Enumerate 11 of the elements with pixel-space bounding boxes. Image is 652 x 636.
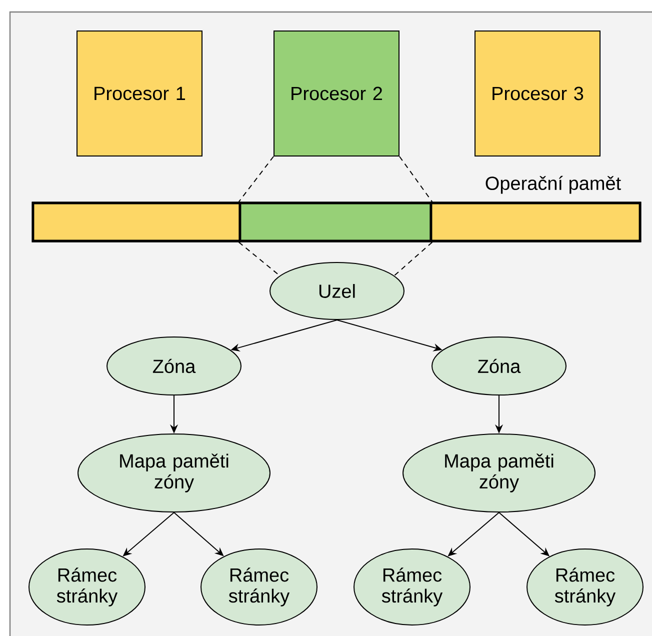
memory-segment — [430, 202, 642, 242]
node-label: Operační pamět — [486, 176, 621, 194]
dashed-line — [238, 242, 280, 276]
dashed-line — [394, 242, 433, 276]
processor-box: Procesor 3 — [474, 30, 600, 156]
memory-segment — [238, 202, 432, 242]
processor-box: Procesor 1 — [76, 30, 202, 156]
processor-box: Procesor 2 — [274, 30, 400, 156]
dashed-line — [238, 156, 274, 202]
memory-segment — [32, 202, 242, 242]
dashed-line — [399, 156, 433, 202]
